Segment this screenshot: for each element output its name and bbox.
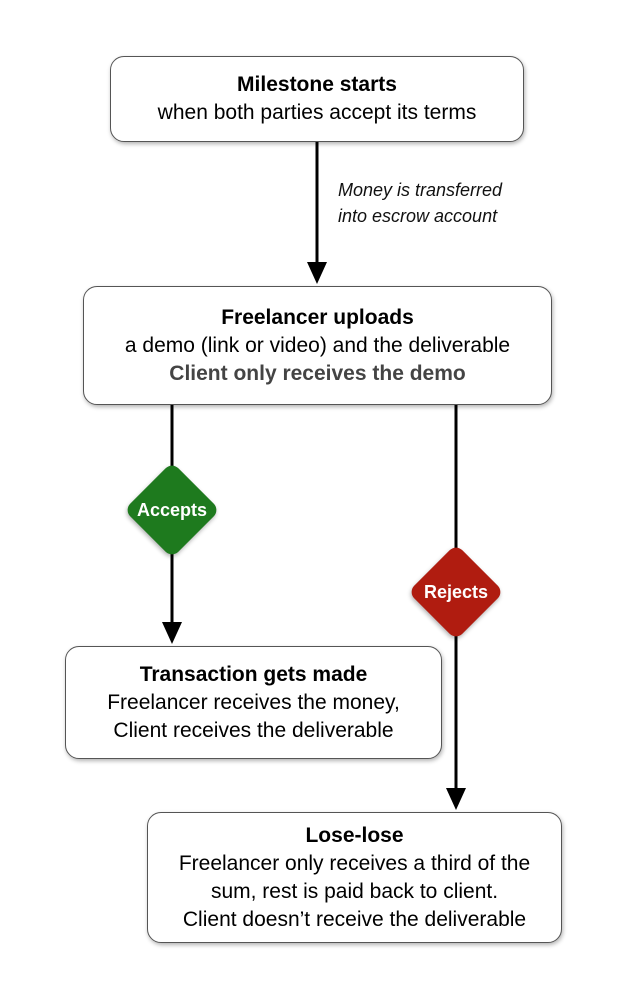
node-text: sum, rest is paid back to client.: [210, 879, 499, 903]
node-lose-lose: Lose-lose Freelancer only receives a thi…: [147, 812, 562, 943]
node-text: Client doesn’t receive the deliverable: [182, 907, 527, 931]
edge-annotation-escrow: Money is transferred into escrow account: [338, 177, 502, 229]
arrowhead-transaction: [162, 622, 182, 644]
node-text: Freelancer only receives a third of the: [178, 851, 531, 875]
node-title: Freelancer uploads: [221, 305, 414, 329]
decision-label: Rejects: [423, 581, 489, 602]
arrowhead-loselose: [446, 788, 466, 810]
node-title: Transaction gets made: [139, 662, 368, 686]
node-text: when both parties accept its terms: [157, 101, 477, 124]
node-title: Lose-lose: [305, 823, 404, 847]
decision-accepts: Accepts: [122, 460, 222, 560]
decision-rejects: Rejects: [406, 542, 506, 642]
decision-label: Accepts: [136, 499, 208, 520]
node-title: Milestone starts: [237, 73, 397, 96]
node-text: a demo (link or video) and the deliverab…: [124, 333, 511, 357]
annotation-line: into escrow account: [338, 206, 498, 226]
node-text: Freelancer receives the money,: [107, 690, 400, 714]
node-milestone-starts: Milestone starts when both parties accep…: [110, 56, 524, 142]
node-text: Client receives the deliverable: [113, 718, 394, 742]
annotation-line: Money is transferred: [338, 180, 503, 200]
node-text-emphasis: Client only receives the demo: [169, 361, 466, 385]
arrowhead-uploads: [307, 262, 327, 284]
node-transaction-gets-made: Transaction gets made Freelancer receive…: [65, 646, 442, 759]
node-freelancer-uploads: Freelancer uploads a demo (link or video…: [83, 286, 552, 405]
